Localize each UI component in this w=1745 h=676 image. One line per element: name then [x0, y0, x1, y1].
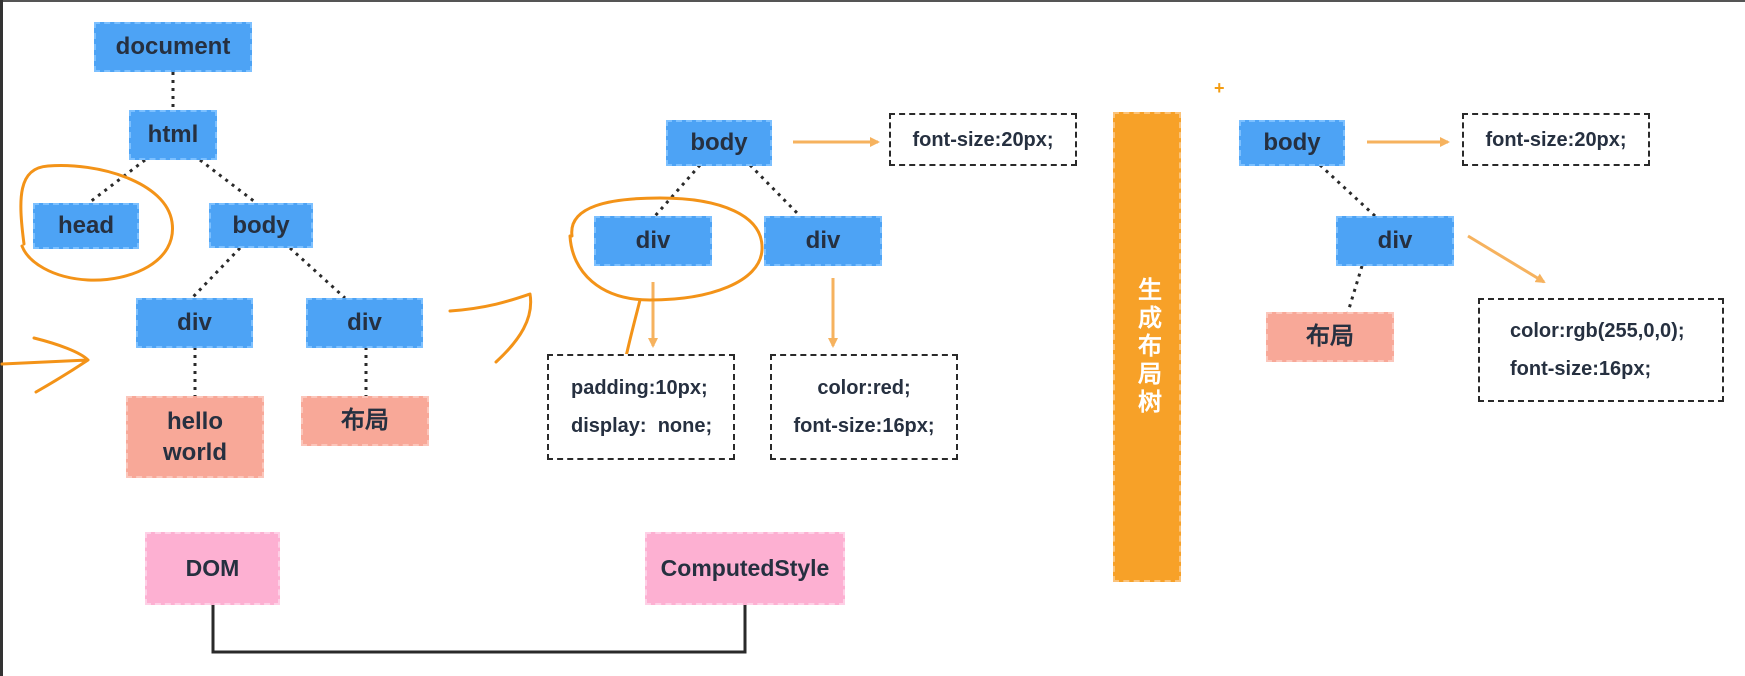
- legend-dom: DOM: [145, 532, 280, 605]
- link-html-head: [89, 158, 146, 204]
- dom-text-hello-world: hello world: [126, 396, 264, 478]
- dom-node-document: document: [94, 22, 252, 72]
- layout-body-font-size: font-size:20px;: [1485, 128, 1627, 151]
- style-color: color:red;: [817, 377, 911, 399]
- link-layout-div-text: [1346, 265, 1364, 313]
- dom-node-div-right: div: [306, 298, 423, 348]
- style-node-div-left: div: [594, 216, 712, 266]
- layout-node-div: div: [1336, 216, 1454, 266]
- layout-text-layout: 布局: [1266, 312, 1394, 362]
- style-body-box: font-size:20px;: [889, 113, 1077, 166]
- style-div-right-box: color:red; font-size:16px;: [770, 354, 958, 460]
- layout-div-color: color:rgb(255,0,0);: [1510, 320, 1685, 342]
- dom-node-head: head: [33, 203, 139, 249]
- window-top-border: [0, 0, 1745, 2]
- layout-div-style-box: color:rgb(255,0,0); font-size:16px;: [1478, 298, 1724, 402]
- plus-mark: +: [1214, 78, 1225, 98]
- window-left-border: [0, 0, 3, 676]
- style-node-body: body: [666, 120, 772, 166]
- dom-node-div-left: div: [136, 298, 253, 348]
- middle-arrow-annotation: [448, 292, 533, 364]
- layout-tree-links: [1318, 163, 1377, 313]
- style-display: display: none;: [571, 415, 713, 437]
- link-body-div-right: [288, 246, 347, 300]
- dom-text-layout: 布局: [301, 396, 429, 446]
- generate-layout-tree-label: 生成布局树: [1133, 277, 1161, 417]
- legend-computed-style: ComputedStyle: [645, 532, 845, 605]
- link-body-div-left: [190, 246, 242, 300]
- dom-tree-links: [89, 72, 368, 396]
- link-style-body-div-right: [748, 163, 802, 218]
- style-div-left-box: padding:10px; display: none;: [547, 354, 735, 460]
- style-node-div-right: div: [764, 216, 882, 266]
- arrow-layout-div-to-style: [1467, 234, 1546, 284]
- style-font-size: font-size:16px;: [793, 415, 935, 437]
- link-style-body-div-left: [653, 164, 702, 217]
- layout-body-style-box: font-size:20px;: [1462, 113, 1650, 166]
- link-layout-body-div: [1318, 163, 1377, 218]
- style-padding: padding:10px;: [571, 377, 708, 399]
- layout-div-font-size: font-size:16px;: [1510, 358, 1652, 380]
- div-circle-annotation: [568, 196, 764, 302]
- layout-node-body: body: [1239, 120, 1345, 166]
- style-tree-links: [653, 163, 802, 218]
- style-arrows: [648, 137, 1546, 348]
- link-html-body: [199, 158, 256, 204]
- head-circle-annotation: [19, 164, 174, 282]
- legend-connector: [211, 604, 747, 654]
- dom-node-body: body: [209, 203, 313, 248]
- style-body-font-size: font-size:20px;: [912, 128, 1054, 151]
- generate-layout-tree-bar: 生成布局树: [1113, 112, 1181, 582]
- left-arrow-annotation: [0, 336, 90, 394]
- dom-node-html: html: [129, 110, 217, 160]
